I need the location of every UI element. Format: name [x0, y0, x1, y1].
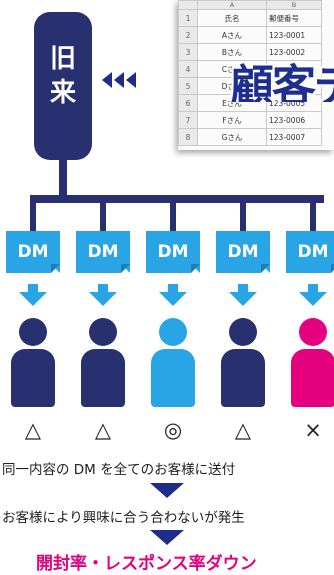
response-mark: △ — [234, 418, 252, 442]
dm-label: DM — [227, 242, 259, 262]
dm-label: DM — [87, 242, 119, 262]
result-headline: 開封率・レスポンス率ダウン — [36, 554, 257, 574]
old-label-line2: 来 — [49, 78, 76, 108]
table-row: 8 Gさん 123-0007 — [178, 128, 322, 146]
tree-drop — [240, 195, 246, 231]
left-arrow-icon — [114, 72, 124, 88]
cell: 123-0006 — [266, 111, 322, 129]
dm-card: DM — [76, 231, 130, 273]
cell: 123-0007 — [266, 128, 322, 146]
response-mark: △ — [94, 418, 112, 442]
col-letter: A — [197, 0, 267, 10]
row-number: 8 — [178, 128, 198, 146]
dm-down-arrows — [19, 284, 327, 306]
description-line1: 同一内容の DM を全てのお客様に送付 — [2, 462, 236, 478]
person-head-icon — [89, 318, 117, 346]
old-method-box: 旧 来 — [34, 12, 92, 160]
spreadsheet-table: A B 1 氏名 郵便番号 2 Aさん 123-0001 3 Bさん 123-0… — [178, 0, 322, 146]
cell: 123-0001 — [266, 26, 322, 44]
cell: Aさん — [197, 26, 267, 44]
banner-text: 顧客デ — [230, 61, 334, 102]
cell: Gさん — [197, 128, 267, 146]
person-body-icon — [221, 349, 265, 407]
down-arrow-icon — [229, 284, 257, 306]
row-number: 6 — [178, 94, 198, 112]
dm-label: DM — [17, 242, 49, 262]
person-head-icon — [299, 318, 327, 346]
response-mark: ◎ — [163, 418, 183, 442]
col-letter: B — [266, 0, 322, 10]
dm-label: DM — [297, 242, 329, 262]
person-body-icon — [291, 349, 334, 407]
dm-card: DM — [6, 231, 60, 273]
page-fold-shade — [331, 264, 334, 273]
down-arrow-icon — [159, 284, 187, 306]
cell: 郵便番号 — [266, 9, 322, 27]
tree-branch — [30, 195, 324, 203]
page-fold-shade — [261, 264, 270, 273]
person-body-icon — [11, 349, 55, 407]
down-arrow-icon — [150, 483, 184, 498]
table-row: 5 Dさん 123-0004 — [178, 77, 322, 95]
person-head-icon — [159, 318, 187, 346]
page-fold-shade — [191, 264, 200, 273]
table-row: 6 Eさん 123-0005 — [178, 94, 322, 112]
old-label-line1: 旧 — [49, 44, 76, 74]
row-number: 3 — [178, 43, 198, 61]
person-head-icon — [19, 318, 47, 346]
description-line2: お客様により興味に合う合わないが発生 — [2, 510, 245, 526]
tree-drop — [170, 195, 176, 231]
customer-spreadsheet: A B 1 氏名 郵便番号 2 Aさん 123-0001 3 Bさん 123-0… — [178, 0, 334, 150]
table-row: 7 Fさん 123-0006 — [178, 111, 322, 129]
tree-drop — [30, 195, 36, 231]
cell: 氏名 — [197, 9, 267, 27]
row-number: 2 — [178, 26, 198, 44]
table-row: 2 Aさん 123-0001 — [178, 26, 322, 44]
dm-card: DM — [146, 231, 200, 273]
dm-card: DM — [216, 231, 270, 273]
tree-drop — [310, 195, 316, 231]
tree-trunk — [59, 158, 67, 198]
dm-label: DM — [157, 242, 189, 262]
customer-data-banner: 顧客デ — [230, 50, 334, 102]
corner-cell — [178, 0, 198, 10]
dm-card: DM — [286, 231, 334, 273]
left-arrow-icon — [102, 72, 112, 88]
row-number: 5 — [178, 77, 198, 95]
table-row: 1 氏名 郵便番号 — [178, 9, 322, 27]
page-fold-shade — [121, 264, 130, 273]
down-arrow-icon — [299, 284, 327, 306]
down-arrow-icon — [89, 284, 117, 306]
response-mark: × — [304, 418, 322, 442]
row-number: 1 — [178, 9, 198, 27]
tree-drop — [100, 195, 106, 231]
page-fold-shade — [51, 264, 60, 273]
person-body-icon — [81, 349, 125, 407]
person-head-icon — [229, 318, 257, 346]
left-arrow-icon — [126, 72, 136, 88]
response-mark: △ — [24, 418, 42, 442]
row-number: 4 — [178, 60, 198, 78]
down-arrow-icon — [150, 530, 184, 545]
cell: Fさん — [197, 111, 267, 129]
person-body-icon — [151, 349, 195, 407]
row-number: 7 — [178, 111, 198, 129]
down-arrow-icon — [19, 284, 47, 306]
